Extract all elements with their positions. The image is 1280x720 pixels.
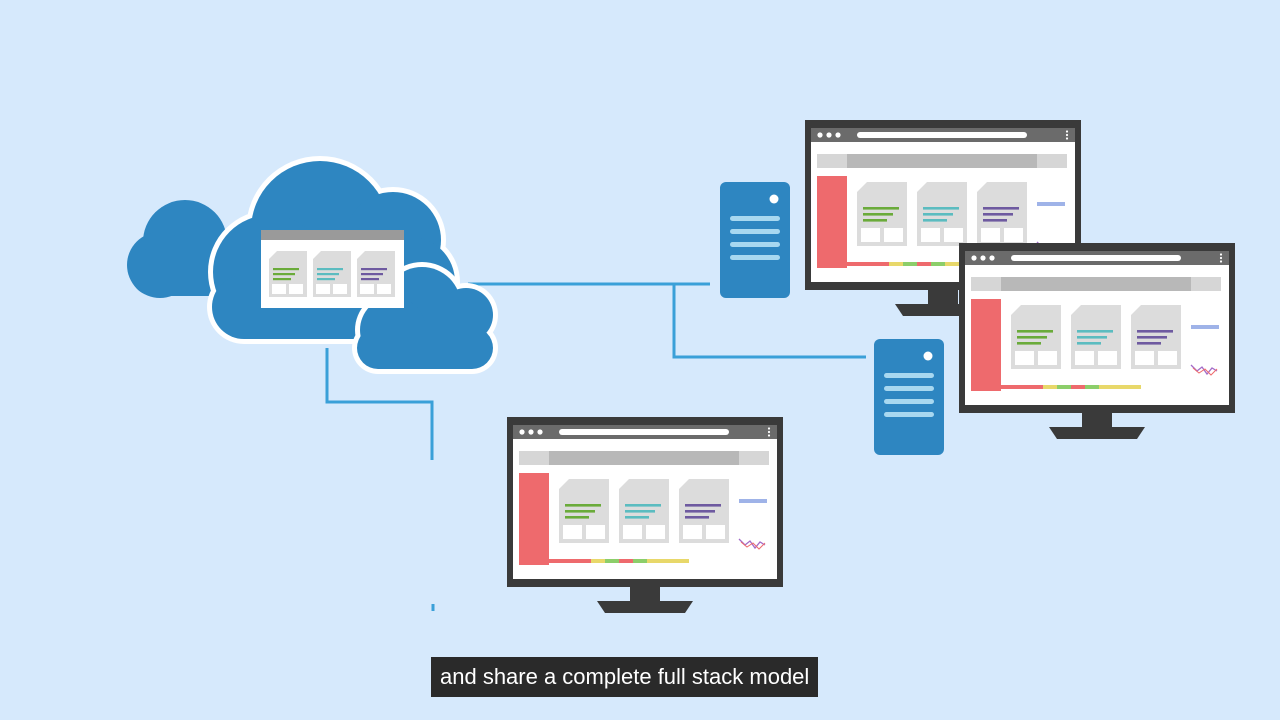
- cloud-icon: [127, 156, 498, 374]
- desktop-monitor-icon: [506, 416, 784, 614]
- network-connectors: [325, 282, 866, 611]
- server-icon: [720, 182, 790, 298]
- desktop-monitor-icon: [958, 242, 1236, 440]
- cloud-dashboard-window: [261, 230, 404, 308]
- server-icon: [874, 339, 944, 455]
- subtitle-caption: and share a complete full stack model: [431, 657, 819, 697]
